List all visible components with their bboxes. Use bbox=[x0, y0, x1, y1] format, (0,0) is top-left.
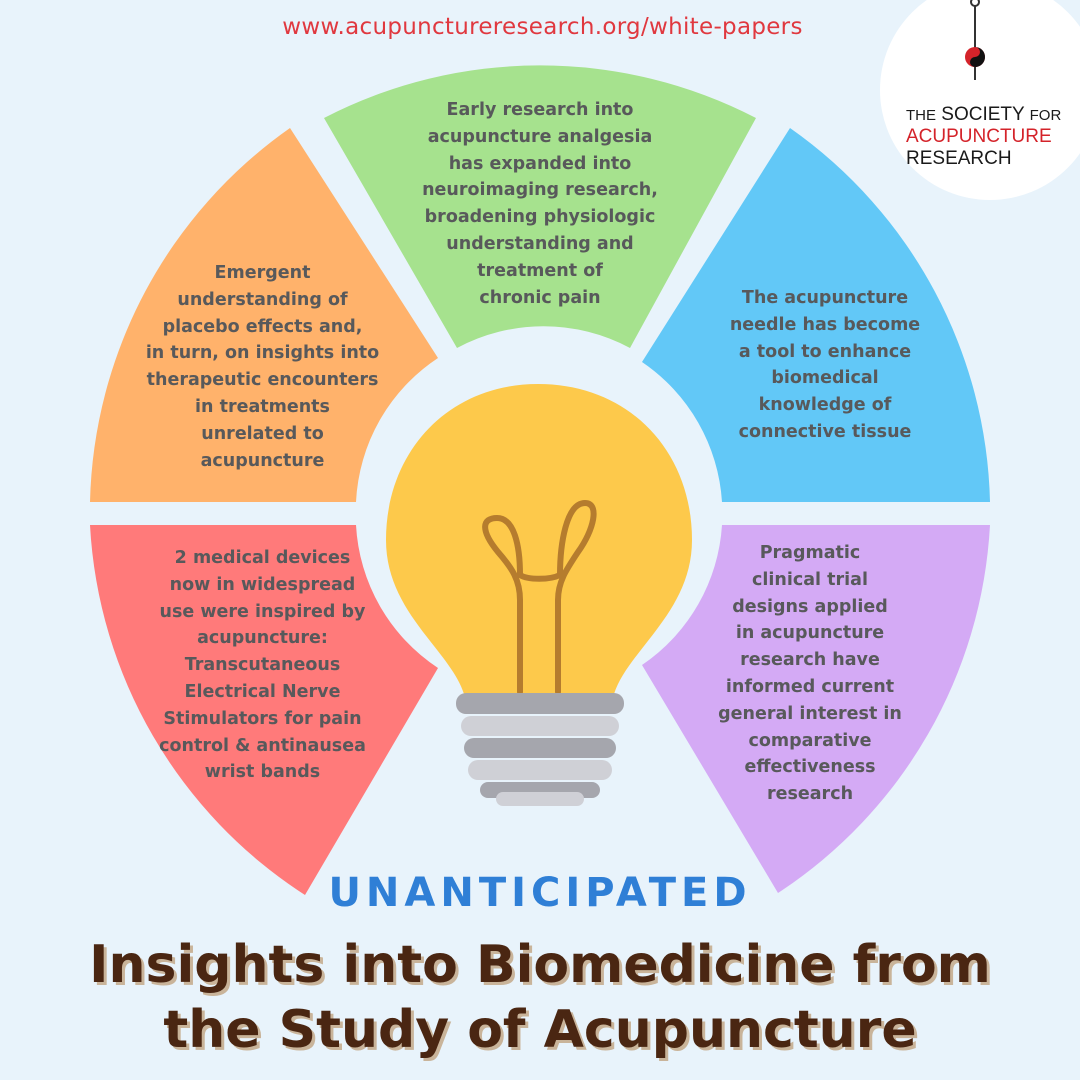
headline-eyebrow: UNANTICIPATED bbox=[328, 870, 752, 916]
logo-line-2: ACUPUNCTURE bbox=[906, 126, 1052, 147]
website-url[interactable]: www.acupunctureresearch.org/white-papers bbox=[282, 14, 803, 40]
bulb-base-ring bbox=[461, 716, 619, 736]
segment-text-orange: Emergent understanding of placebo effect… bbox=[145, 263, 380, 471]
segment-text-blue: The acupuncture needle has become a tool… bbox=[729, 288, 921, 442]
segment-text-green: Early research into acupuncture analgesi… bbox=[422, 100, 658, 308]
society-logo: THE SOCIETY FOR ACUPUNCTURE RESEARCH bbox=[880, 0, 1080, 200]
segment-text-purple: Pragmatic clinical trial designs applied… bbox=[718, 543, 902, 805]
segment-blue bbox=[642, 128, 990, 502]
needle-yin-yang-icon bbox=[965, 0, 985, 80]
logo-line-3: RESEARCH bbox=[906, 148, 1012, 169]
segment-red bbox=[90, 525, 438, 895]
headline-line-1: Insights into Biomedicine from bbox=[89, 935, 991, 995]
bulb-base-ring bbox=[456, 693, 624, 714]
headline-line-2: the Study of Acupuncture bbox=[163, 1000, 917, 1060]
lightbulb-icon bbox=[386, 384, 692, 806]
segment-text-red: 2 medical devices now in widespread use … bbox=[159, 548, 366, 783]
bulb-base-ring bbox=[468, 760, 612, 780]
bulb-base-cap bbox=[496, 792, 584, 806]
segment-green bbox=[324, 65, 756, 348]
logo-line-1: THE SOCIETY FOR bbox=[906, 104, 1062, 125]
bulb-glass bbox=[386, 384, 692, 694]
bulb-base-ring bbox=[464, 738, 616, 758]
segment-purple bbox=[642, 525, 990, 893]
segment-orange bbox=[90, 128, 438, 502]
bulb-filament bbox=[482, 500, 597, 695]
